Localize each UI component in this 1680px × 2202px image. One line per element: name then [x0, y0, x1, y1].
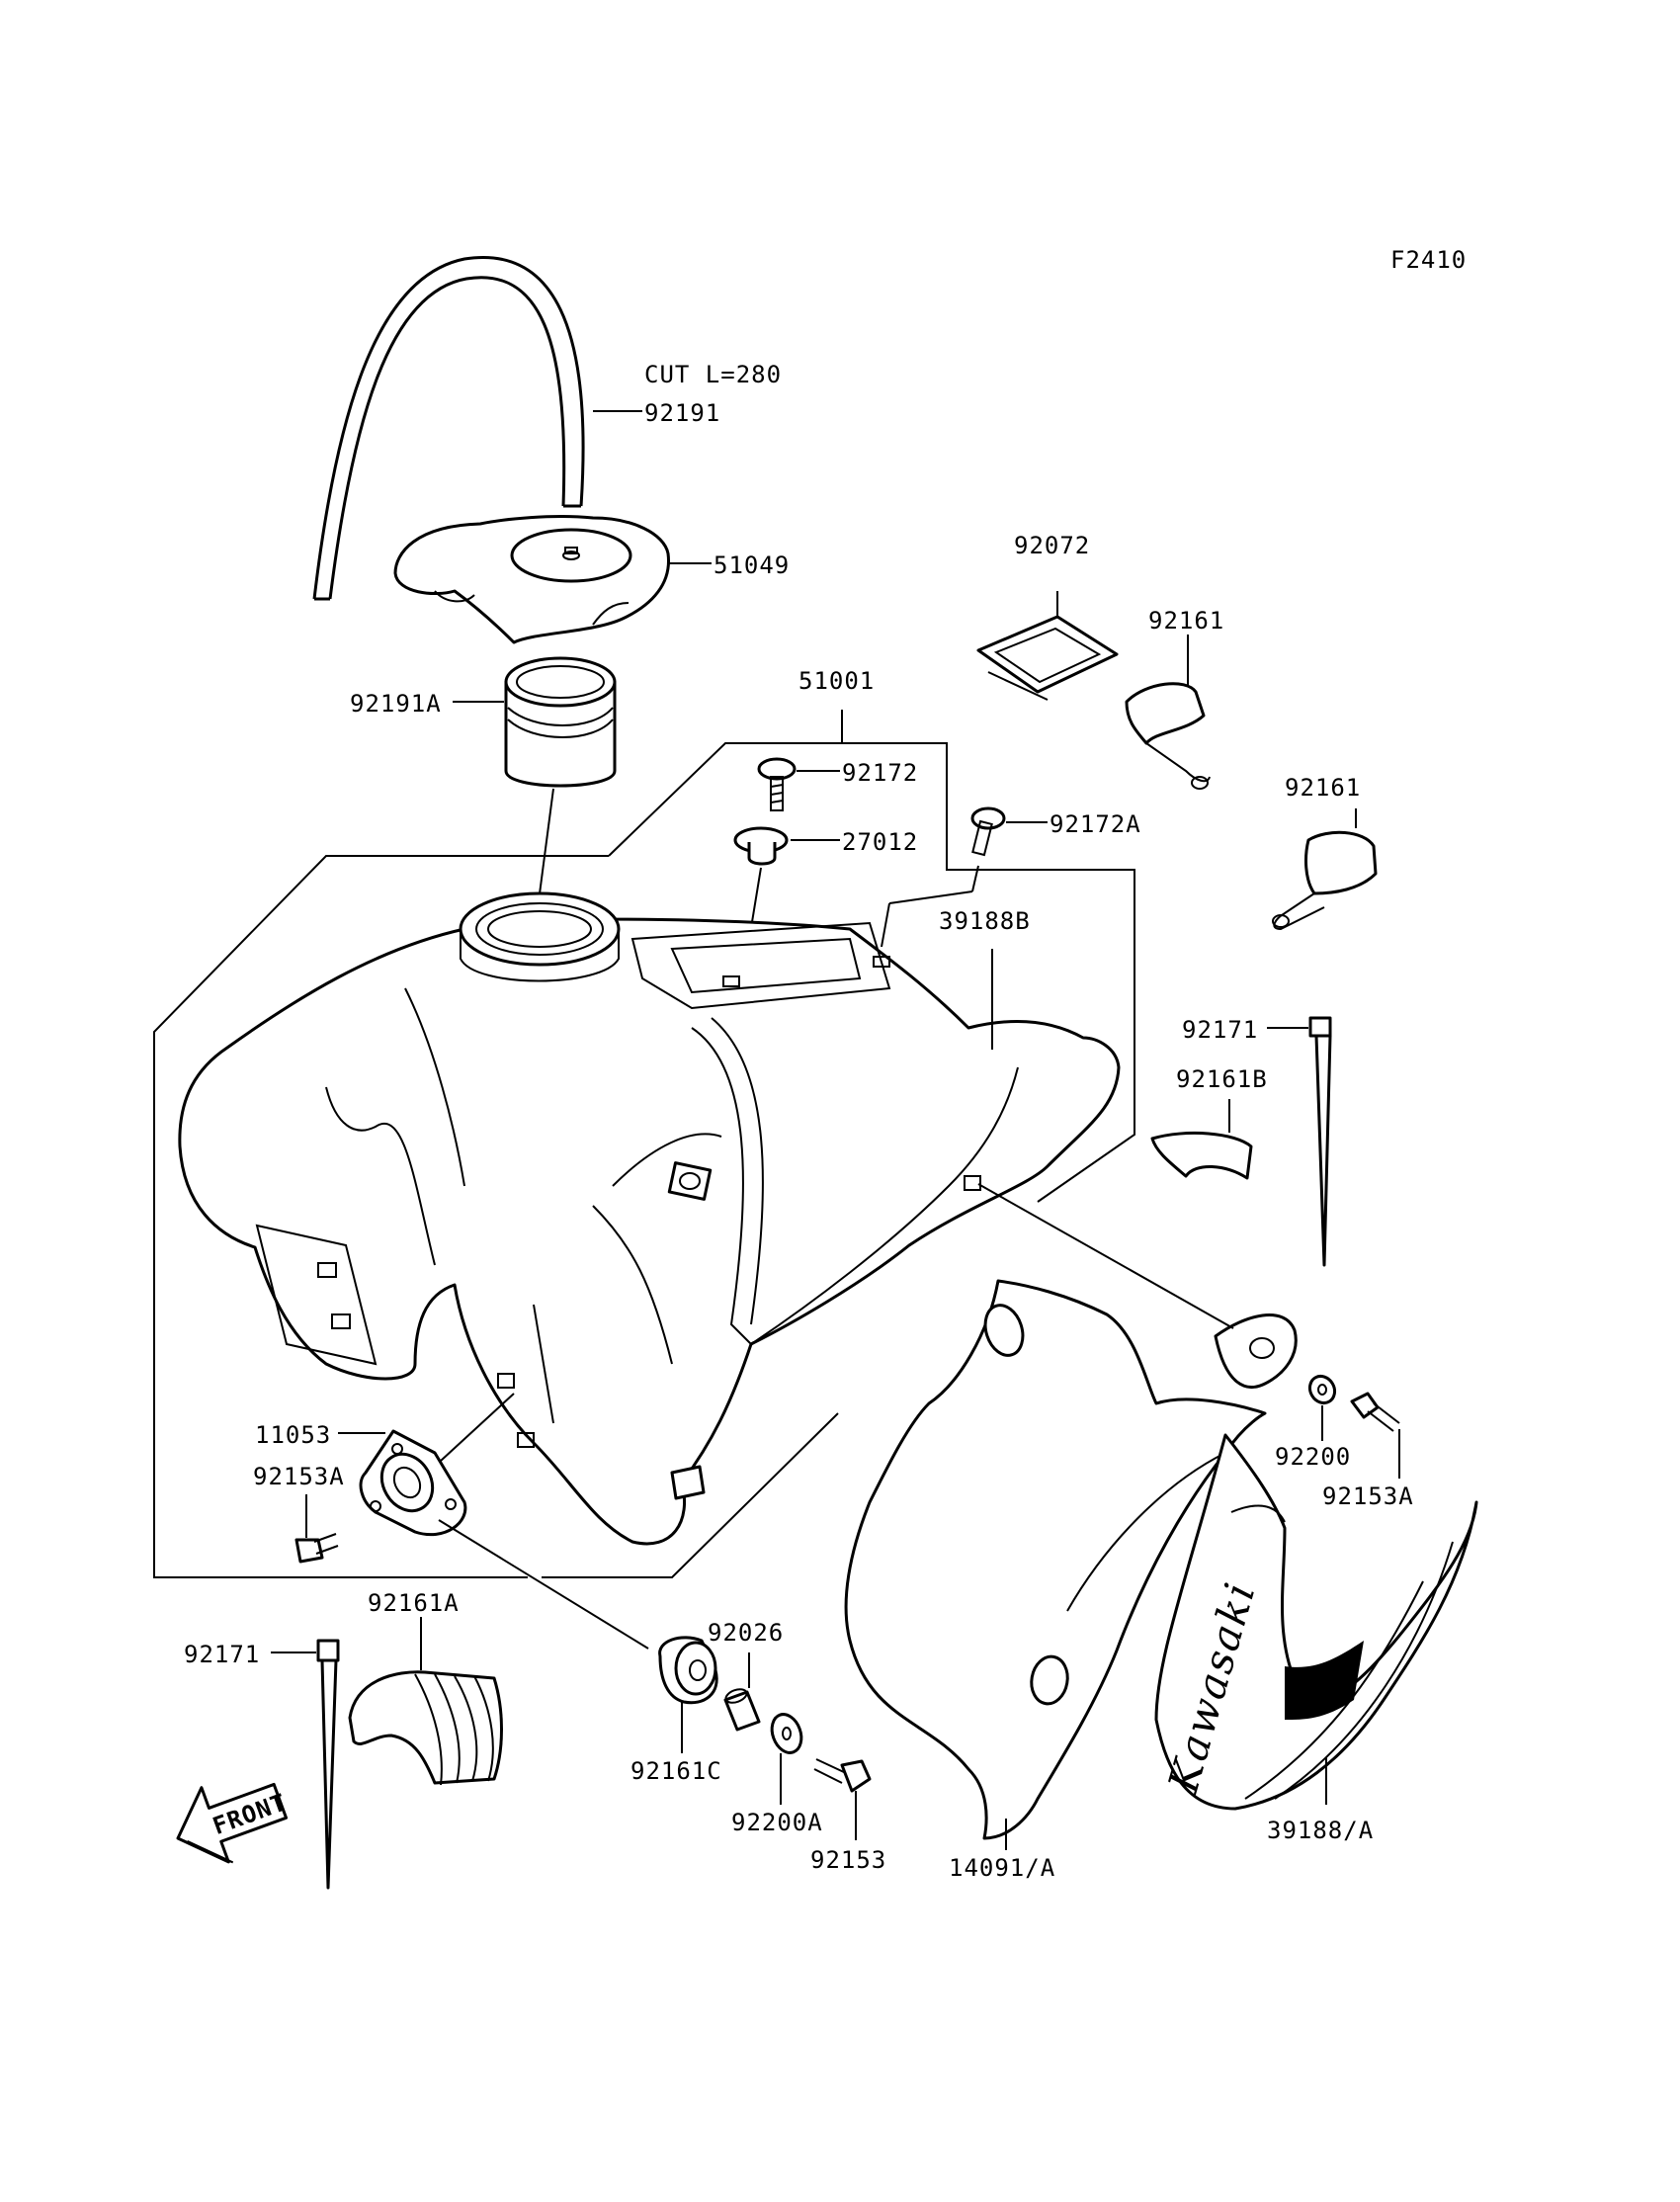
- callout-92171-right: 92171: [1182, 1016, 1258, 1044]
- collar-92026: [723, 1652, 761, 1732]
- callout-51001: 51001: [798, 667, 875, 695]
- callout-14091A: 14091/A: [949, 1854, 1055, 1882]
- figure-code: F2410: [1390, 246, 1467, 274]
- callout-92153A-right: 92153A: [1322, 1482, 1414, 1510]
- callout-92191A: 92191A: [350, 690, 442, 718]
- fuel-cap: [393, 515, 670, 644]
- callout-92171-left: 92171: [184, 1641, 260, 1668]
- callout-92200: 92200: [1275, 1443, 1351, 1471]
- collar-27012: [733, 826, 789, 866]
- bolt-92153A-left: [294, 1494, 339, 1564]
- callout-92161C: 92161C: [630, 1757, 722, 1785]
- cable-tie-92171-right: [1308, 1016, 1332, 1267]
- pad-92161B: [1150, 1099, 1253, 1180]
- washer-92200: [1307, 1374, 1337, 1441]
- callout-92172A: 92172A: [1050, 810, 1141, 838]
- decal-39188A: Kawasaki: [1154, 1433, 1478, 1811]
- screw-92172A: [970, 806, 1006, 857]
- breather-hose: [312, 256, 585, 601]
- damper-plate-11053: [359, 1429, 467, 1537]
- tank-assembly-frame: [153, 710, 1135, 1578]
- callout-51049: 51049: [714, 551, 790, 579]
- callout-92072: 92072: [1014, 532, 1090, 559]
- callout-92161A: 92161A: [368, 1589, 460, 1617]
- grommet-92161C: [658, 1636, 718, 1753]
- callout-92161-mid: 92161: [1285, 774, 1361, 802]
- filler-ring: [504, 656, 617, 788]
- callout-92161B: 92161B: [1176, 1065, 1268, 1093]
- strap-92072: [976, 591, 1119, 701]
- washer-92200A: [770, 1713, 803, 1805]
- screw-92172: [757, 757, 797, 811]
- callout-39188A: 39188/A: [1267, 1817, 1374, 1844]
- callout-92191: 92191: [644, 399, 720, 427]
- shroud-14091A: [844, 1279, 1298, 1840]
- fuel-tank: [178, 891, 1121, 1546]
- callout-92200A: 92200A: [731, 1809, 823, 1836]
- callout-92161-top: 92161: [1148, 607, 1224, 635]
- bolt-92153A-right: [1350, 1392, 1400, 1479]
- callout-92172: 92172: [842, 759, 918, 787]
- callout-39188B: 39188B: [939, 907, 1031, 935]
- cable-tie-92171-left: [316, 1639, 340, 1890]
- clamp-92161-top: [1125, 635, 1211, 790]
- cut-length-note: CUT L=280: [644, 361, 782, 388]
- clamp-92161-mid: [1272, 808, 1378, 931]
- pad-92161A: [348, 1617, 503, 1786]
- callout-11053: 11053: [255, 1421, 331, 1449]
- callout-92153: 92153: [810, 1846, 886, 1874]
- callout-27012: 27012: [842, 828, 918, 856]
- callout-92026: 92026: [708, 1619, 784, 1647]
- front-arrow-icon: FRONT: [176, 1782, 291, 1864]
- bolt-92153: [813, 1758, 872, 1840]
- callout-92153A-left: 92153A: [253, 1463, 345, 1490]
